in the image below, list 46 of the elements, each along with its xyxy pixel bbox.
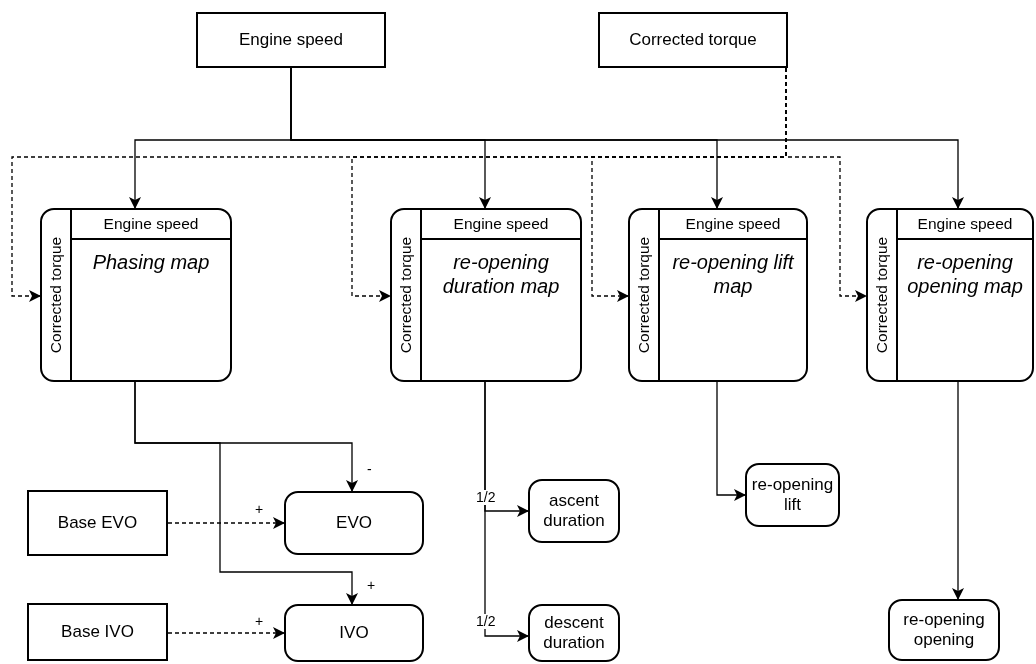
input-box [598, 12, 788, 68]
node-label: re-opening opening [902, 610, 986, 650]
arrow [484, 381, 529, 642]
arrow [952, 381, 964, 600]
map-title: re-opening opening map [906, 250, 1024, 298]
node-label: Base IVO [61, 622, 134, 642]
lookup-map-table [390, 208, 582, 382]
arrow [716, 381, 746, 501]
output-box [528, 604, 620, 662]
axis-label: Corrected torque [397, 236, 415, 354]
node-label: IVO [339, 623, 369, 643]
lookup-map-table [628, 208, 808, 382]
edge-label: 1/2 [475, 490, 497, 506]
edge-label: 1/2 [475, 614, 497, 630]
lookup-map-table [866, 208, 1034, 382]
lookup-map-table [40, 208, 232, 382]
dashed-arrow [167, 627, 285, 639]
node-label: Corrected torque [629, 30, 757, 50]
node-label: ascent duration [542, 491, 606, 531]
output-box [745, 463, 840, 527]
node-label: descent duration [542, 613, 606, 653]
axis-label: Corrected torque [635, 236, 653, 354]
axis-label: Engine speed [685, 215, 781, 233]
arrow [134, 381, 358, 605]
axis-label: Engine speed [917, 215, 1013, 233]
map-title: re-opening duration map [441, 250, 561, 298]
node-label: Base EVO [57, 513, 138, 533]
input-box [27, 603, 168, 661]
dashed-arrow [167, 517, 285, 529]
axis-label: Corrected torque [47, 236, 65, 354]
axis-label: Corrected torque [873, 236, 891, 354]
output-box [888, 599, 1000, 661]
node-label: EVO [336, 513, 372, 533]
input-box [196, 12, 386, 68]
dashed-arrow [785, 67, 867, 302]
map-title: re-opening lift map [671, 250, 795, 298]
input-box [27, 490, 168, 556]
axis-label: Engine speed [453, 215, 549, 233]
arrow [290, 67, 964, 209]
output-box [284, 491, 424, 555]
output-box [284, 604, 424, 662]
output-box [528, 479, 620, 543]
node-label: Engine speed [239, 30, 343, 50]
axis-label: Engine speed [103, 215, 199, 233]
node-label: re-opening lift [750, 475, 835, 515]
map-title: Phasing map [91, 250, 211, 274]
